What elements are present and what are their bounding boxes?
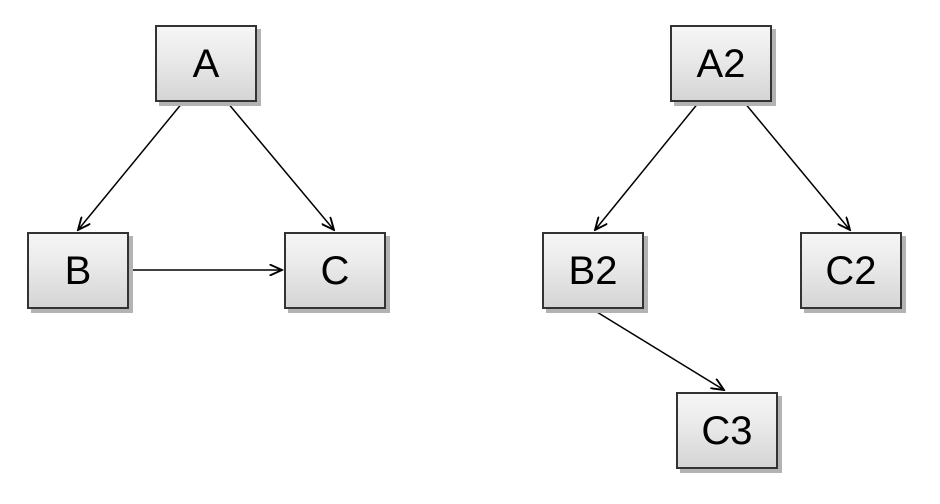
node-C: C [284, 232, 386, 309]
edge-A-to-B [78, 101, 184, 230]
node-B-label: B [64, 248, 92, 293]
node-A2: A2 [670, 25, 772, 102]
node-B2-label: B2 [568, 248, 618, 293]
node-C3: C3 [676, 392, 778, 469]
node-B2: B2 [542, 232, 644, 309]
node-C-label: C [320, 248, 350, 293]
node-B: B [27, 232, 129, 309]
node-C2-label: C2 [825, 248, 877, 293]
node-C2: C2 [800, 232, 902, 309]
node-A-label: A [192, 41, 220, 86]
node-A: A [155, 25, 257, 102]
edge-A2-to-C2 [743, 101, 850, 230]
edge-A2-to-B2 [595, 101, 700, 230]
node-A2-label: A2 [696, 41, 746, 86]
edge-A-to-C [226, 101, 334, 230]
node-C3-label: C3 [701, 408, 753, 453]
edge-B2-to-C3 [591, 308, 724, 390]
